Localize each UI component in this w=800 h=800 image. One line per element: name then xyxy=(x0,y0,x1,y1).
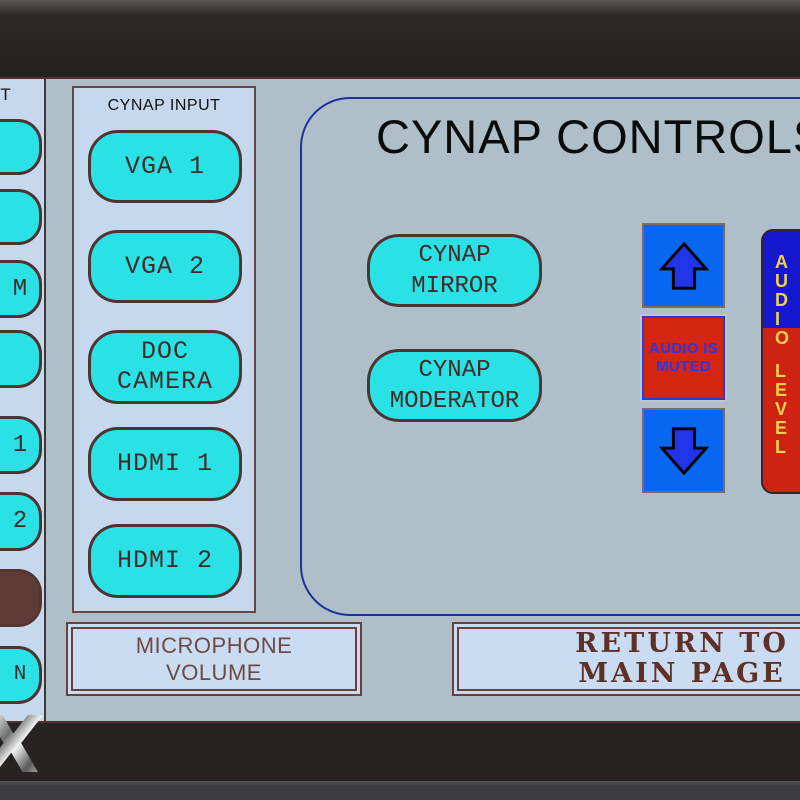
bottom-bezel: X xyxy=(0,701,800,800)
return-main-label-line2: MAIN PAGE xyxy=(578,658,786,689)
vga-1-button[interactable]: VGA 1 xyxy=(88,130,242,203)
left-panel-title-fragment: ET xyxy=(0,85,12,104)
cynap-mirror-label-line1: CYNAP xyxy=(418,241,491,269)
amx-logo: X xyxy=(0,701,47,791)
left-source-button-6[interactable]: 2 xyxy=(0,492,42,551)
vga-2-label: VGA 2 xyxy=(124,251,205,281)
return-main-page-button[interactable]: RETURN TO MAIN PAGE xyxy=(452,622,800,696)
audio-level-letter: E xyxy=(775,418,788,438)
audio-level-letter: V xyxy=(775,399,788,419)
volume-up-button[interactable] xyxy=(642,223,725,308)
left-source-button-1[interactable] xyxy=(0,119,42,175)
audio-level-letter: E xyxy=(775,380,788,400)
audio-level-letter: A xyxy=(775,252,788,272)
return-main-page-frame: RETURN TO MAIN PAGE xyxy=(457,627,800,691)
microphone-volume-label-line2: VOLUME xyxy=(166,660,262,685)
cynap-input-panel: CYNAP INPUT VGA 1 VGA 2 DOC CAMERA HDMI … xyxy=(72,86,256,613)
screen: ET M 1 2 N CYNAP INPUT VGA 1 VGA 2 DOC C… xyxy=(0,77,800,723)
left-source-button-label-line2: N xyxy=(13,663,27,686)
left-source-button-label: 2 xyxy=(12,508,28,535)
audio-level-letter: L xyxy=(775,437,786,457)
left-source-button-8[interactable]: N xyxy=(0,646,42,704)
microphone-volume-frame: MICROPHONE VOLUME xyxy=(71,627,357,691)
left-source-button-label: 1 xyxy=(12,431,28,459)
bezel-bottom-strip xyxy=(0,781,800,800)
top-bezel xyxy=(0,0,800,77)
audio-level-letter: O xyxy=(775,328,790,348)
vga-2-button[interactable]: VGA 2 xyxy=(88,230,242,303)
audio-muted-indicator[interactable]: AUDIO IS MUTED xyxy=(642,316,725,400)
audio-level-meter: A U D I O L E V E L xyxy=(761,229,800,494)
hdmi-2-button[interactable]: HDMI 2 xyxy=(88,524,242,598)
mute-status-line1: AUDIO IS xyxy=(648,340,719,357)
return-main-label-line1: RETURN TO xyxy=(575,628,789,659)
left-source-button-3[interactable]: M xyxy=(0,260,42,318)
left-source-button-label: M xyxy=(12,275,28,303)
cynap-mirror-button[interactable]: CYNAP MIRROR xyxy=(367,234,542,307)
cynap-moderator-label-line2: MODERATOR xyxy=(389,387,520,415)
input-panel-title: CYNAP INPUT xyxy=(107,97,221,114)
microphone-volume-label-line1: MICROPHONE xyxy=(135,633,293,658)
left-source-button-2[interactable] xyxy=(0,189,42,245)
audio-level-letter: L xyxy=(775,361,786,381)
left-source-button-selected[interactable] xyxy=(0,569,42,627)
left-source-button-5[interactable]: 1 xyxy=(0,416,42,474)
vga-1-label: VGA 1 xyxy=(124,151,205,181)
cynap-moderator-button[interactable]: CYNAP MODERATOR xyxy=(367,349,542,422)
doc-camera-button[interactable]: DOC CAMERA xyxy=(88,330,242,404)
hdmi-1-label: HDMI 1 xyxy=(116,449,213,478)
audio-level-letter: U xyxy=(775,271,788,291)
doc-camera-label-line2: CAMERA xyxy=(116,367,213,396)
doc-camera-label-line1: DOC xyxy=(140,337,189,366)
cynap-controls-panel: CYNAP CONTROLS CYNAP MIRROR CYNAP MODERA… xyxy=(300,97,800,616)
controls-panel-title: CYNAP CONTROLS xyxy=(376,110,800,163)
audio-level-letter: D xyxy=(775,290,788,310)
hdmi-1-button[interactable]: HDMI 1 xyxy=(88,427,242,501)
audio-level-letter: I xyxy=(775,309,781,329)
left-source-button-4[interactable] xyxy=(0,330,42,388)
hdmi-2-label: HDMI 2 xyxy=(116,546,213,575)
up-arrow-icon xyxy=(658,241,709,290)
volume-down-button[interactable] xyxy=(642,408,725,493)
cynap-mirror-label-line2: MIRROR xyxy=(411,272,498,300)
cynap-moderator-label-line1: CYNAP xyxy=(418,356,491,384)
mute-status-line2: MUTED xyxy=(656,358,711,375)
down-arrow-icon xyxy=(658,426,709,475)
audio-level-label: A U D I O L E V E L xyxy=(775,253,789,457)
microphone-volume-button[interactable]: MICROPHONE VOLUME xyxy=(66,622,362,696)
